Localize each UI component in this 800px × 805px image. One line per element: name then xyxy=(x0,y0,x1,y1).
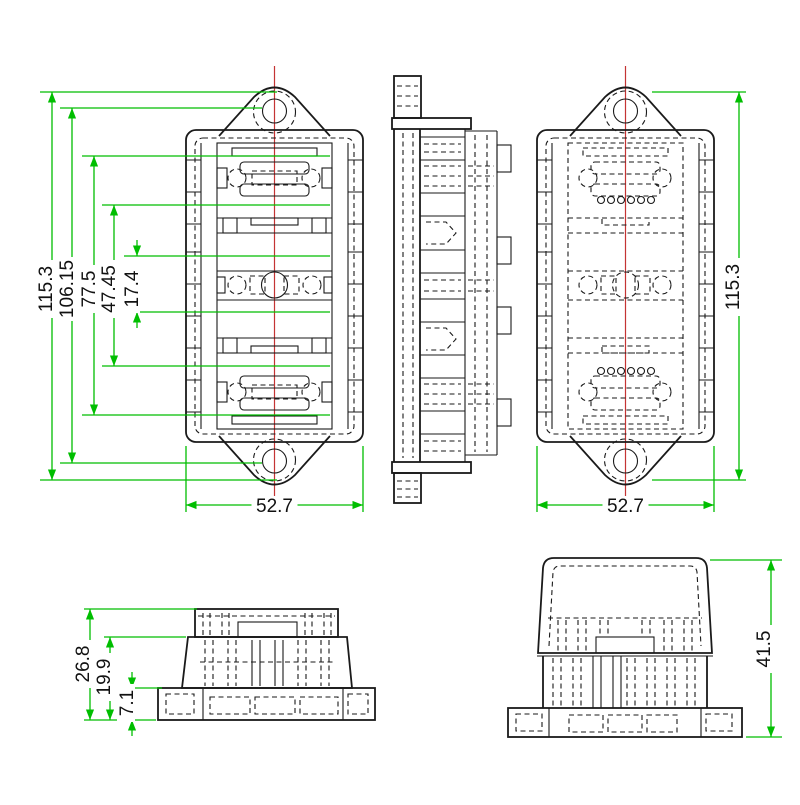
side-view xyxy=(391,75,512,504)
rear-body-outline xyxy=(536,86,715,486)
dim-cover-height: 41.5 xyxy=(710,559,782,738)
cover-dimensions: 41.5 xyxy=(710,559,782,738)
cover-hidden-detail xyxy=(515,565,733,733)
front-center-terminal xyxy=(260,271,289,299)
rear-top-mounting-tab xyxy=(569,86,682,137)
base-top-block xyxy=(194,608,339,638)
front-dimensions: 115.3 106.15 77.5 xyxy=(36,91,364,517)
rear-top-mounting-hole xyxy=(612,98,639,124)
side-cell-lines xyxy=(420,136,465,435)
rear-hidden-cells xyxy=(568,147,683,425)
dim-front-body: 106.15 xyxy=(57,107,262,464)
rear-bottom-mounting-hole xyxy=(612,448,639,474)
rear-bottom-mounting-tab xyxy=(569,435,682,486)
rear-side-ribs xyxy=(537,143,714,429)
cover-shell xyxy=(537,557,713,654)
rear-terminal-pins xyxy=(596,195,656,376)
dim-front-mid: 47.45 xyxy=(99,204,330,367)
dim-rear-height: 115.3 xyxy=(652,91,746,481)
front-top-mounting-hole xyxy=(261,98,288,124)
cover-base-plate xyxy=(507,707,743,738)
dim-rear-width: 52.7 xyxy=(536,446,715,517)
dim-label-front-overall: 115.3 xyxy=(36,266,57,312)
base-mid-block xyxy=(180,636,353,689)
side-hidden-detail xyxy=(397,85,494,498)
front-bottom-mounting-hole xyxy=(261,448,288,474)
dim-base-plate-height: 7.1 xyxy=(117,672,162,736)
dim-front-overall: 115.3 xyxy=(36,91,277,481)
front-fuse-cells xyxy=(216,147,333,425)
dim-label-front-center: 17.4 xyxy=(122,270,143,307)
dim-front-center: 17.4 xyxy=(122,240,330,328)
dim-label-base-mid: 19.9 xyxy=(94,659,115,696)
side-outline xyxy=(391,75,512,504)
base-dimensions: 26.8 19.9 7.1 xyxy=(73,608,197,736)
dim-label-front-mid: 47.45 xyxy=(99,265,120,313)
front-view: 115.3 106.15 77.5 xyxy=(36,66,364,517)
side-top-tab xyxy=(393,75,422,119)
dim-front-width: 52.7 xyxy=(185,446,364,517)
dim-label-rear-width: 52.7 xyxy=(607,496,644,517)
dim-label-front-body: 106.15 xyxy=(57,260,78,318)
base-plate xyxy=(157,687,376,721)
front-top-mounting-tab xyxy=(218,86,331,137)
dim-label-base-total: 26.8 xyxy=(73,646,94,683)
dim-label-base-plate-height: 7.1 xyxy=(117,690,138,716)
front-bottom-mounting-tab xyxy=(218,435,331,486)
dim-label-front-width: 52.7 xyxy=(256,496,293,517)
base-hidden-detail xyxy=(165,613,369,715)
cover-outline xyxy=(507,557,743,738)
base-profile-outline xyxy=(157,608,376,721)
base-profile-view: 26.8 19.9 7.1 xyxy=(73,608,376,736)
side-bottom-tab xyxy=(393,472,422,504)
rear-dimensions: 115.3 52.7 xyxy=(536,91,746,517)
dim-front-upper: 77.5 xyxy=(79,155,330,416)
front-side-ribs xyxy=(186,143,363,429)
dim-label-cover-height: 41.5 xyxy=(754,631,775,668)
rear-view: 115.3 52.7 xyxy=(536,66,746,517)
dim-label-front-upper: 77.5 xyxy=(79,271,100,308)
dim-label-rear-height: 115.3 xyxy=(723,264,744,310)
dim-base-mid: 19.9 xyxy=(94,636,186,720)
cover-profile-view: 41.5 xyxy=(507,557,782,738)
